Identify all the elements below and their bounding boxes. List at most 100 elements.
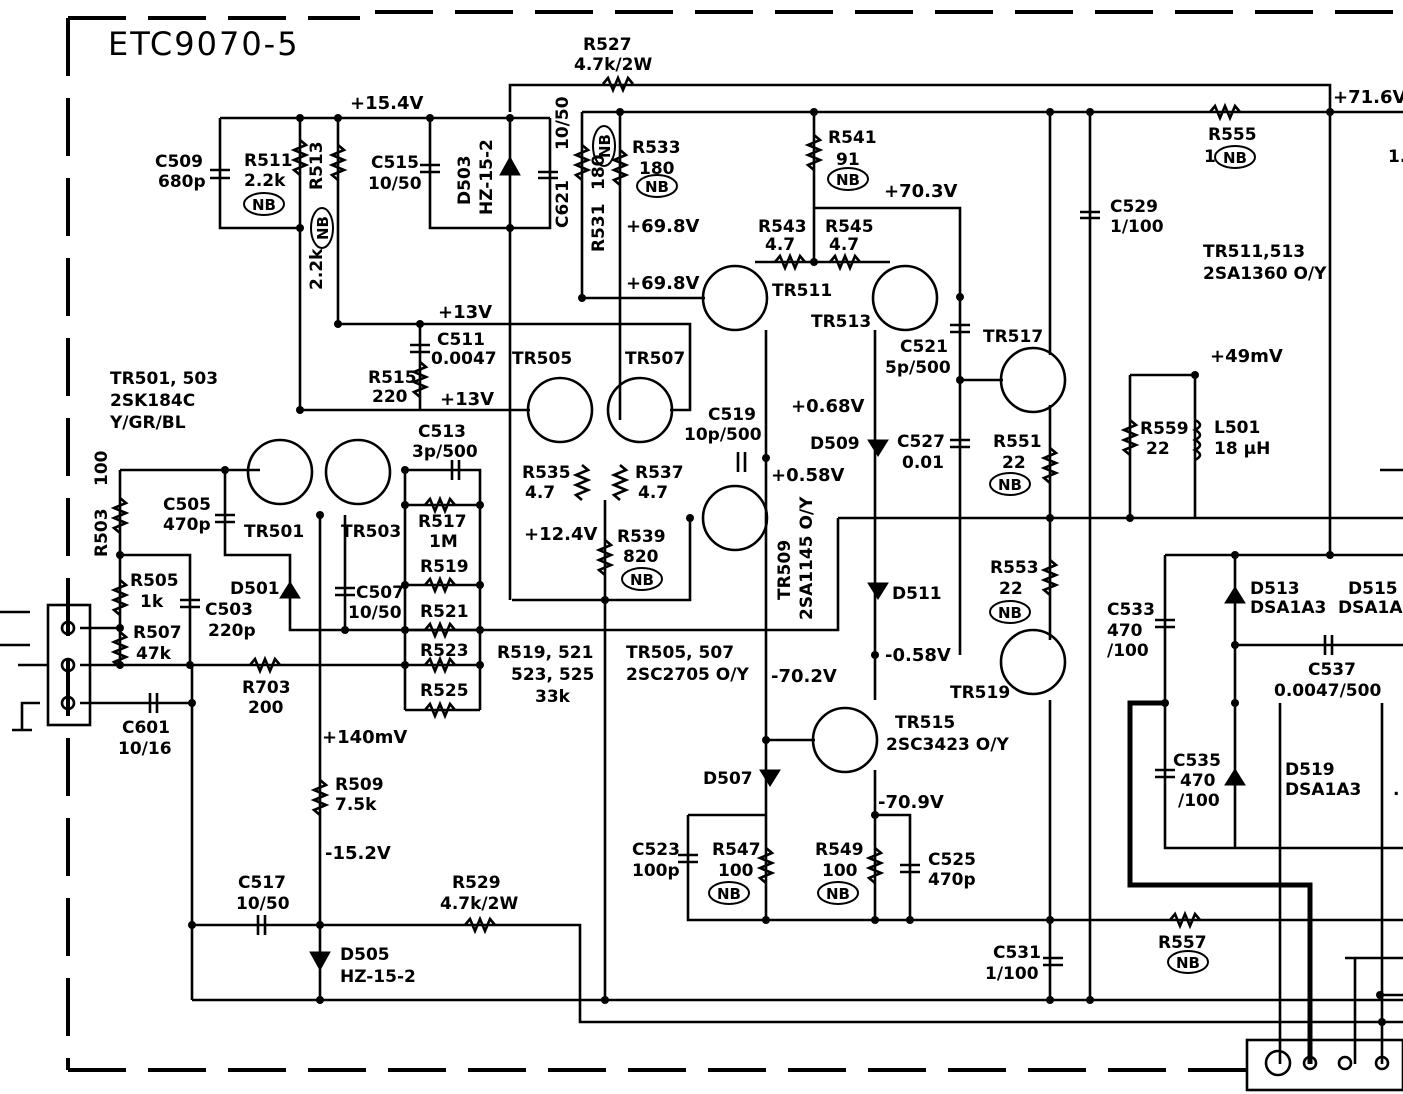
nb-r551: NB [989,472,1031,496]
nb-r541: NB [827,167,869,191]
label-d511: D511 [892,584,942,604]
nb-text: NB [596,134,614,158]
junctions [116,108,1386,1026]
label-r541v: 91 [836,150,860,170]
label-tr501g: Y/GR/BL [109,413,186,433]
label-c511: C511 [437,330,485,350]
label-c515: C515 [371,153,419,173]
nb-r533: NB [636,174,678,198]
label-r703: R703 [242,678,291,698]
label-r529v: 4.7k/2W [440,894,518,914]
label-r549: R549 [815,840,864,860]
component-labels: R5274.7k/2W+15.4V+71.6VC509680pR5112.2kC… [109,35,1403,987]
label-l501: L501 [1214,418,1260,438]
nb-r557: NB [1167,950,1209,974]
vlabel-c621v: 10/50 [553,96,573,150]
label-c503: C503 [205,600,253,620]
label-r535v: 4.7 [525,483,555,503]
label-c601v: 10/16 [118,739,172,759]
label-r551v: 22 [1002,453,1026,473]
board-title: ETC9070-5 [108,25,300,63]
nb-text: NB [645,178,669,196]
label-c525v: 470p [928,870,976,890]
label-c523v: 100p [632,861,680,881]
label-tr511: TR511 [772,281,832,301]
label-r545: R545 [825,217,874,237]
label-c517: C517 [238,873,286,893]
label-c537: C537 [1308,660,1356,680]
label-v716: +71.6V [1333,87,1403,108]
label-c505: C505 [163,495,211,515]
label-r527: R527 [583,35,632,55]
nb-r513: NB [310,207,334,249]
label-r547v: 100 [718,861,754,881]
label-r527v: 4.7k/2W [574,55,652,75]
label-c515v: 10/50 [368,174,422,194]
label-v698b: +69.8V [626,273,699,294]
label-c529v: 1/100 [1110,217,1164,237]
nb-text: NB [630,571,654,589]
label-r533: R533 [632,138,681,158]
label-c525: C525 [928,850,976,870]
nb-r549: NB [817,881,859,905]
label-c601: C601 [122,718,170,738]
nb-r547: NB [708,881,750,905]
label-r553: R553 [990,558,1039,578]
nb-oval [817,881,859,905]
label-c535v2: /100 [1178,791,1220,811]
label-r515: R515 [368,368,417,388]
label-c533v: 470 [1107,621,1143,641]
label-r545v: 4.7 [829,235,859,255]
label-l501v: 18 µH [1214,439,1270,459]
label-v154: +15.4V [350,93,423,114]
vlabel-d503p: HZ-15-2 [477,139,497,215]
label-d515: D515 [1348,579,1398,599]
nb-r511: NB [243,192,285,216]
label-c537v: 0.0047/500 [1274,681,1381,701]
label-r539v: 820 [623,547,659,567]
label-c527v: 0.01 [902,453,944,473]
nb-oval [827,167,869,191]
label-r537v: 4.7 [638,483,668,503]
label-r523: R523 [420,641,469,661]
nb-r555: NB [1214,145,1256,169]
label-c509v: 680p [158,172,206,192]
label-d519p: DSA1A3 [1285,780,1361,800]
label-r505: R505 [130,571,179,591]
label-cut1: 1. [1388,147,1403,167]
label-tr505: TR505 [512,349,572,369]
label-c533: C533 [1107,600,1155,620]
nb-oval [1167,950,1209,974]
label-tr503: TR503 [341,522,401,542]
label-c535v: 470 [1180,771,1216,791]
label-r519g: R519, 521 [497,643,593,663]
label-v058: +0.58V [771,465,844,486]
label-r553v: 22 [999,579,1023,599]
vlabel-r513: R513 [307,141,327,190]
vlabel-r513v: 2.2k [307,248,327,290]
nb-text: NB [1176,954,1200,972]
vlabel-d503: D503 [455,155,475,205]
label-v124: +12.4V [524,524,597,545]
label-d505: D505 [340,945,390,965]
label-r541: R541 [828,128,877,148]
nb-oval [310,207,334,249]
label-c521: C521 [900,337,948,357]
label-v703: +70.3V [884,181,957,202]
label-tr511h: TR511,513 [1203,242,1305,262]
label-tr515: TR515 [895,713,955,733]
nb-oval [592,125,616,167]
label-d507: D507 [703,769,753,789]
label-r535: R535 [522,463,571,483]
label-c531v: 1/100 [985,964,1039,984]
nb-oval [243,192,285,216]
label-c519v: 10p/500 [684,425,762,445]
nb-text: NB [836,171,860,189]
nb-text: NB [1223,149,1247,167]
label-r519g2: 523, 525 [511,665,594,685]
label-c517v: 10/50 [236,894,290,914]
nb-text: NB [314,216,332,240]
label-r511: R511 [244,151,293,171]
label-tr511p: 2SA1360 O/Y [1203,264,1327,284]
